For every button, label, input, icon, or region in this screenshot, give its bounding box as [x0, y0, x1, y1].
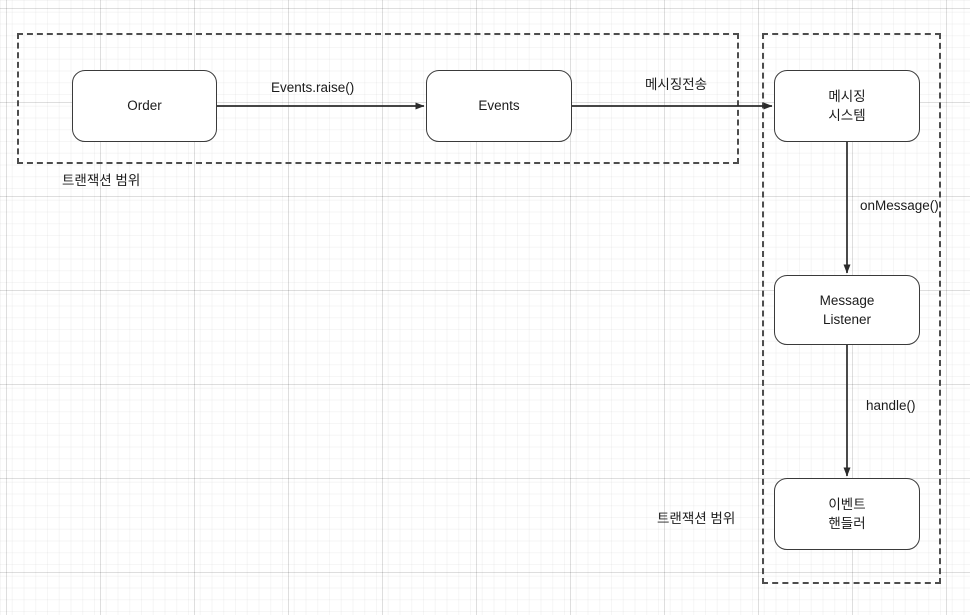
- transaction-scope-left: [17, 33, 739, 164]
- edge-label-handle: handle(): [866, 398, 916, 413]
- edge-label-events-raise: Events.raise(): [271, 80, 355, 95]
- node-order[interactable]: Order: [72, 70, 217, 142]
- node-events[interactable]: Events: [426, 70, 572, 142]
- transaction-scope-left-label: 트랜잭션 범위: [62, 173, 141, 188]
- transaction-scope-right: [762, 33, 941, 584]
- node-event-handler[interactable]: 이벤트 핸들러: [774, 478, 920, 550]
- node-messaging-system[interactable]: 메시징 시스템: [774, 70, 920, 142]
- edge-label-on-message: onMessage(): [860, 198, 939, 213]
- node-message-listener[interactable]: Message Listener: [774, 275, 920, 345]
- transaction-scope-right-label: 트랜잭션 범위: [657, 511, 736, 526]
- edge-label-messaging-send: 메시징전송: [645, 77, 708, 92]
